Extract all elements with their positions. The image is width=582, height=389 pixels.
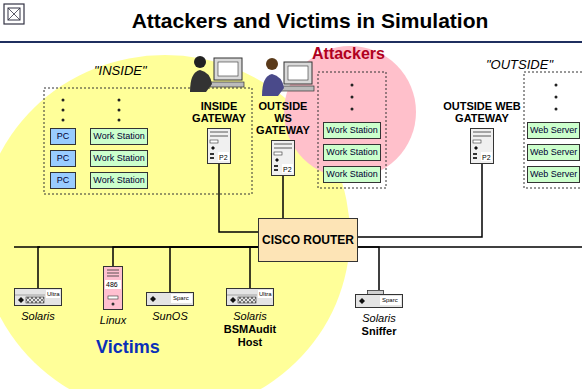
spacer	[12, 306, 64, 310]
host-node: UltraSolarisBSMAudit Host	[220, 288, 280, 349]
gateway-node: OUTSIDE WEB GATEWAY P2	[442, 100, 522, 164]
pc-box: PC	[50, 172, 76, 189]
node-text: OUTSIDE WS GATEWAY	[250, 100, 316, 136]
gateway-tower-icon: P2	[207, 128, 231, 164]
network-link	[219, 164, 258, 232]
inside-group-outline	[44, 88, 252, 194]
host-node: SparcSolarisSniffer	[352, 290, 406, 338]
node-text: CISCO ROUTER	[262, 233, 354, 247]
person-at-computer	[190, 56, 244, 92]
web-group-outline	[524, 72, 582, 188]
node-text: Work Station	[326, 125, 377, 136]
workstation-box: Work Station	[323, 122, 381, 139]
spacer	[146, 306, 194, 310]
device-drawing	[226, 288, 274, 306]
header-rule	[0, 41, 582, 43]
workstation-box: Work Station	[323, 144, 381, 161]
network-link	[358, 247, 379, 290]
gateway-tower-icon: P2	[271, 140, 295, 176]
spacer	[188, 124, 250, 128]
device-drawing	[14, 288, 62, 306]
attacker-group-outline	[318, 72, 386, 188]
computer-icon: Sparc	[146, 292, 194, 306]
node-text: Work Station	[93, 153, 144, 164]
slide-title: Attackers and Victims in Simulation	[40, 8, 580, 34]
node-text: Web Server	[530, 147, 577, 158]
node-text: Web Server	[530, 169, 577, 180]
node-text: INSIDE GATEWAY	[188, 100, 250, 124]
host-node: SparcSunOS	[146, 292, 194, 323]
gateway-node: OUTSIDE WS GATEWAY P2	[250, 100, 316, 176]
gateway-node: INSIDE GATEWAY P2	[188, 100, 250, 164]
node-text: PC	[57, 131, 70, 142]
device-label: Sparc	[173, 295, 189, 301]
device-label: Ultra	[47, 291, 60, 297]
node-text: OUTSIDE WEB GATEWAY	[442, 100, 522, 124]
spacer	[96, 310, 130, 314]
device-drawing	[103, 266, 123, 310]
network-link	[38, 247, 258, 288]
node-text: PC	[57, 153, 70, 164]
region-label: Attackers	[312, 46, 385, 62]
device-label: Ultra	[259, 291, 272, 297]
node-text: PC	[57, 175, 70, 186]
node-text: Work Station	[93, 175, 144, 186]
pc-box: PC	[50, 150, 76, 167]
spacer	[220, 306, 280, 310]
device-label: 486	[106, 281, 118, 288]
router-box: CISCO ROUTER	[258, 218, 358, 262]
web-server-box: Web Server	[527, 144, 580, 161]
region-label: Victims	[96, 338, 160, 356]
node-text: Solaris	[12, 310, 64, 323]
workstation-box: Work Station	[90, 128, 148, 145]
node-text: Sniffer	[352, 325, 406, 338]
node-text: BSMAudit Host	[220, 323, 280, 349]
network-link	[282, 176, 284, 218]
person-at-computer	[262, 58, 314, 96]
node-text: Work Station	[93, 131, 144, 142]
host-node: 486Linux	[96, 266, 130, 327]
device-label: P2	[482, 154, 491, 161]
workstation-box: Work Station	[90, 150, 148, 167]
web-server-box: Web Server	[527, 122, 580, 139]
spacer	[250, 136, 316, 140]
bus-line	[14, 246, 40, 248]
workstation-box: Work Station	[323, 166, 381, 183]
gateway-tower-icon: P2	[470, 128, 494, 164]
computer-icon: Ultra	[226, 288, 274, 306]
web-server-box: Web Server	[527, 166, 580, 183]
region-label: "OUTSIDE"	[486, 58, 553, 71]
node-text: SunOS	[146, 310, 194, 323]
node-text: Linux	[96, 314, 130, 327]
device-label: P2	[219, 154, 228, 161]
computer-icon: 486	[103, 266, 123, 310]
spacer	[442, 124, 522, 128]
computer-icon: Ultra	[14, 288, 62, 306]
network-link	[250, 247, 258, 288]
node-text: Work Station	[326, 147, 377, 158]
node-text: Web Server	[530, 125, 577, 136]
device-label: P2	[283, 166, 292, 173]
region-label: "INSIDE"	[94, 64, 147, 77]
node-text: Solaris	[352, 312, 406, 325]
logo-icon	[4, 4, 24, 24]
pc-box: PC	[50, 128, 76, 145]
workstation-box: Work Station	[90, 172, 148, 189]
host-node: UltraSolaris	[12, 288, 64, 323]
computer-icon: Sparc	[355, 290, 403, 308]
network-link	[113, 247, 258, 266]
device-label: Sparc	[382, 297, 398, 303]
node-text: Solaris	[220, 310, 280, 323]
header-ground	[0, 0, 582, 42]
node-text: Work Station	[326, 169, 377, 180]
network-link	[170, 247, 258, 292]
spacer	[352, 308, 406, 312]
